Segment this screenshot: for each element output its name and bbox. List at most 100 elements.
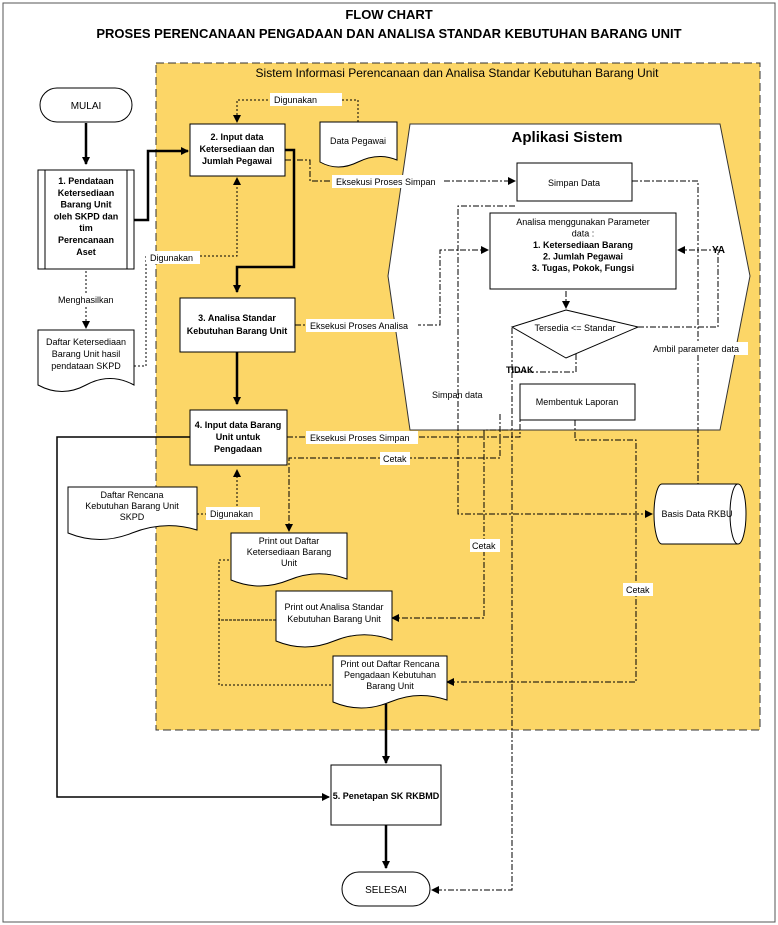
- step1-line: tim: [79, 223, 93, 233]
- chart-title: FLOW CHART: [345, 7, 432, 22]
- analysis-line: Analisa menggunakan Parameter: [516, 217, 650, 227]
- docinv-line: pendataan SKPD: [51, 361, 121, 371]
- print1-line: Print out Daftar: [259, 536, 320, 546]
- docinv-line: Barang Unit hasil: [52, 349, 121, 359]
- doc-inventory-list: [37, 329, 135, 392]
- docplan-line: Kebutuhan Barang Unit: [85, 501, 179, 511]
- step2-line: 2. Input data: [210, 132, 264, 142]
- print3-line: Pengadaan Kebutuhan: [344, 670, 436, 680]
- print1-line: Ketersediaan Barang: [247, 547, 332, 557]
- decision-label: Tersedia <= Standar: [534, 323, 615, 333]
- label-tidak: TIDAK: [506, 365, 534, 375]
- print-analysis-doc: [275, 590, 393, 648]
- print3-line: Barang Unit: [366, 681, 414, 691]
- edge-simpan-data: [457, 205, 653, 518]
- step5-label: 5. Penetapan SK RKBMD: [333, 791, 440, 801]
- analysis-label: Analisa menggunakan Parameter data :1. Ke…: [516, 217, 650, 273]
- doc-plan-list: [67, 486, 198, 540]
- label-exec-analysis: Eksekusi Proses Analisa: [310, 321, 408, 331]
- start-label: MULAI: [71, 101, 102, 112]
- label-ambil-parameter: Ambil parameter data: [653, 344, 739, 354]
- edge-report-end: [431, 372, 513, 894]
- end-label: SELESAI: [365, 885, 407, 896]
- docplan-line: SKPD: [120, 512, 145, 522]
- docplan-line: Daftar Rencana: [100, 490, 163, 500]
- step1-line: 1. Pendataan: [58, 176, 114, 186]
- app-system-title: Aplikasi Sistem: [512, 129, 623, 146]
- edge-print1-link: [218, 559, 276, 621]
- edge-tidak: [511, 327, 577, 373]
- label-digunakan-left: Digunakan: [150, 253, 193, 263]
- label-cetak-2: Cetak: [472, 541, 496, 551]
- label-digunakan-plan: Digunakan: [210, 509, 253, 519]
- analysis-line: 1. Ketersediaan Barang: [533, 240, 633, 250]
- step1-line: Barang Unit: [60, 200, 111, 210]
- doc-employee-label: Data Pegawai: [330, 136, 386, 146]
- step4-line: Pengadaan: [214, 444, 262, 454]
- report-process: [519, 383, 636, 421]
- database-cylinder: [653, 483, 747, 545]
- save-data-process: [516, 162, 633, 202]
- analysis-process: [489, 212, 677, 290]
- print2-line: Kebutuhan Barang Unit: [287, 614, 381, 624]
- step2-line: Ketersediaan dan: [199, 144, 274, 154]
- step2-process: [189, 123, 286, 177]
- step1-line: Perencanaan: [58, 235, 114, 245]
- edge-cetak-2: [391, 429, 520, 622]
- step3-line: 3. Analisa Standar: [198, 313, 276, 323]
- step1-line: Ketersediaan: [58, 188, 115, 198]
- edge-ambil-parameter: [632, 180, 699, 484]
- label-menghasilkan: Menghasilkan: [58, 295, 114, 305]
- step1-line: Aset: [76, 247, 96, 257]
- edge-step2-step3: [233, 148, 296, 293]
- print2-line: Print out Analisa Standar: [284, 602, 383, 612]
- analysis-line: 3. Tugas, Pokok, Fungsi: [532, 263, 634, 273]
- print1-line: Unit: [281, 558, 298, 568]
- print3-line: Print out Daftar Rencana: [340, 659, 439, 669]
- step4-line: Unit untuk: [216, 432, 261, 442]
- edge-print2-link: [218, 619, 333, 686]
- print-plan-doc: [332, 655, 448, 709]
- label-ya: YA: [712, 245, 725, 256]
- step1-line: oleh SKPD dan: [54, 211, 119, 221]
- chart-subtitle: PROSES PERENCANAAN PENGADAAN DAN ANALISA…: [96, 26, 681, 41]
- edge-step4-step5: [56, 436, 330, 801]
- end-terminal: [341, 871, 431, 907]
- report-label: Membentuk Laporan: [536, 397, 619, 407]
- label-cetak-1: Cetak: [383, 454, 407, 464]
- edge-step1-step2: [134, 147, 189, 222]
- doc-employee-data: [319, 121, 398, 168]
- label-exec-save-1: Eksekusi Proses Simpan: [336, 177, 436, 187]
- step1-process: [37, 169, 135, 270]
- analysis-line: data :: [572, 229, 595, 239]
- step4-process: [189, 409, 288, 466]
- docinv-line: Daftar Ketersediaan: [46, 337, 126, 347]
- print-inventory-doc: [230, 532, 348, 587]
- edge-cetak-3: [446, 420, 637, 686]
- step3-process: [179, 297, 296, 353]
- decision-diamond: [510, 309, 640, 359]
- step2-line: Jumlah Pegawai: [202, 156, 272, 166]
- label-digunakan-top: Digunakan: [274, 95, 317, 105]
- edge-labels: Digunakan Digunakan Digunakan Menghasilk…: [55, 93, 748, 596]
- analysis-line: 2. Jumlah Pegawai: [543, 252, 623, 262]
- save-data-label: Simpan Data: [548, 178, 600, 188]
- system-title: Sistem Informasi Perencanaan dan Analisa…: [256, 66, 660, 80]
- edge-digunakan-employee: [233, 99, 359, 123]
- step4-line: 4. Input data Barang: [195, 420, 282, 430]
- label-simpan-data: Simpan data: [432, 390, 483, 400]
- step5-process: [330, 764, 442, 826]
- label-exec-save-2: Eksekusi Proses Simpan: [310, 433, 410, 443]
- label-cetak-3: Cetak: [626, 585, 650, 595]
- database-label: Basis Data RKBU: [661, 509, 732, 519]
